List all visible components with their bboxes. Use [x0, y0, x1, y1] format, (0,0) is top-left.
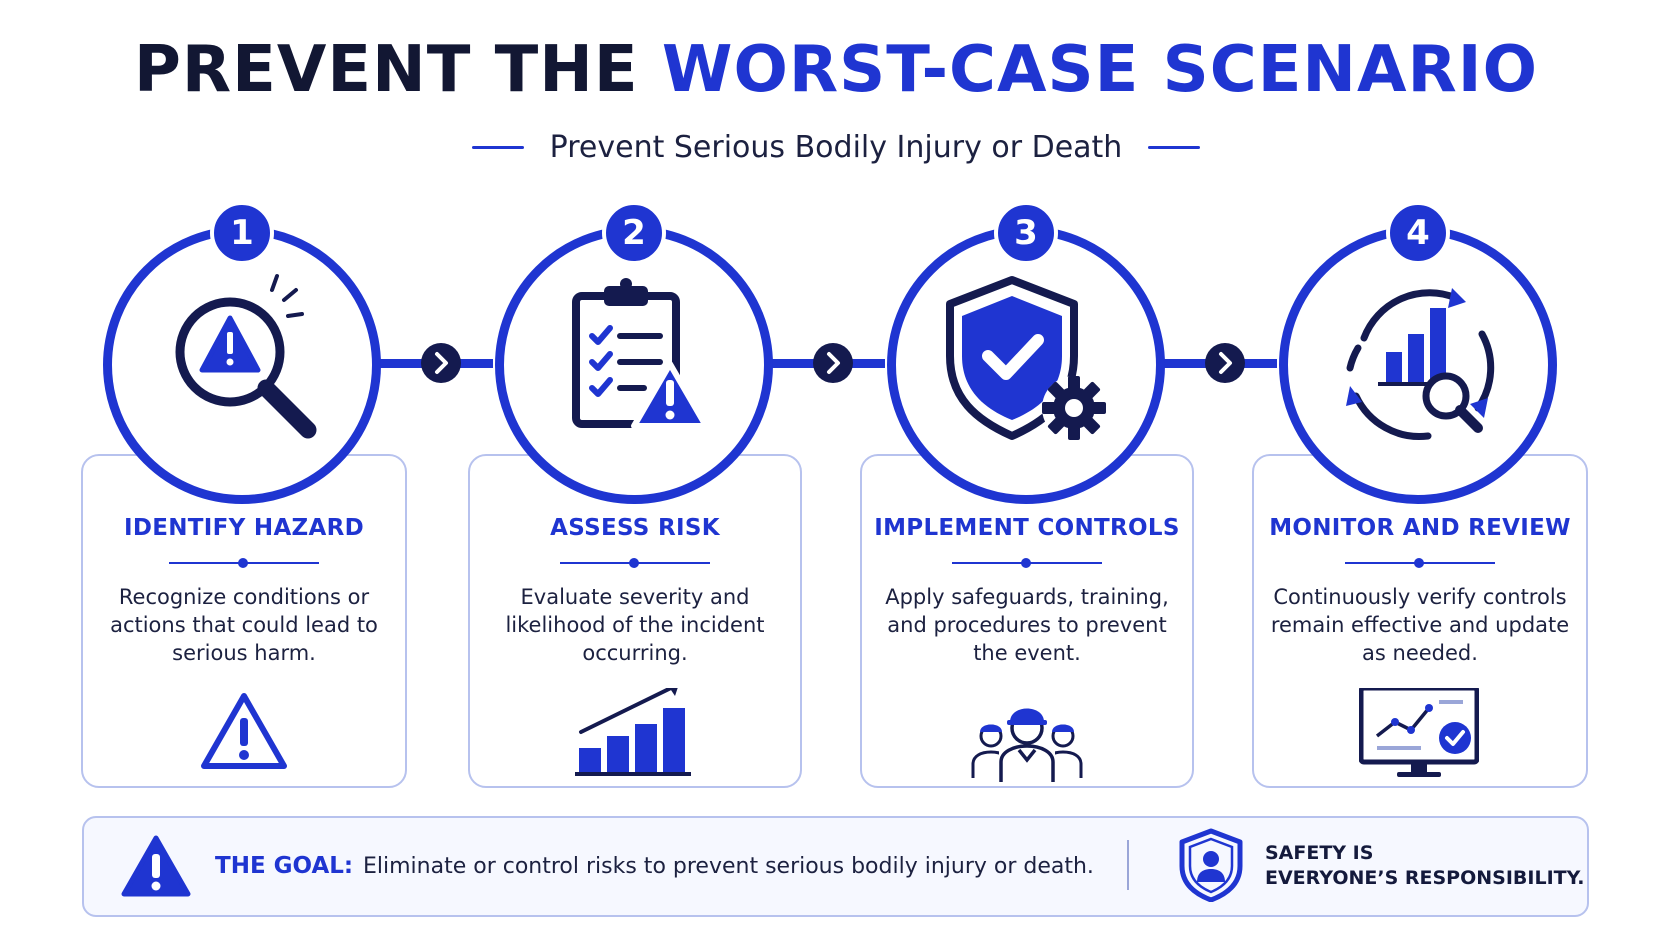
chevron-right-icon: [1205, 343, 1245, 383]
step-number-badge: 2: [602, 201, 666, 265]
step-card-3: [860, 454, 1194, 788]
step-description: Apply safeguards, training, and procedur…: [885, 585, 1169, 665]
workers-team-icon: [971, 708, 1083, 782]
rising-bar-chart-icon: [575, 688, 691, 776]
goal-text: Eliminate or control risks to prevent se…: [363, 854, 1094, 879]
subtitle-row: Prevent Serious Bodily Injury or Death: [0, 130, 1672, 165]
title-part-2: WORST-CASE SCENARIO: [661, 33, 1539, 107]
clipboard-warning-icon: [572, 278, 709, 429]
responsibility-line-2: EVERYONE’S RESPONSIBILITY.: [1265, 867, 1585, 889]
step-description: Continuously verify controls remain effe…: [1270, 585, 1570, 665]
step-card-1: [81, 454, 407, 788]
goal-label: THE GOAL:: [215, 853, 354, 879]
warning-triangle-icon: [121, 835, 191, 897]
page-subtitle: Prevent Serious Bodily Injury or Death: [549, 130, 1123, 165]
step-divider: [169, 558, 319, 568]
goal-banner: [82, 816, 1589, 917]
step-number-badge: 1: [210, 201, 274, 265]
step-title-monitor: MONITOR AND REVIEW: [1269, 515, 1571, 541]
title-part-1: PREVENT THE: [133, 33, 639, 107]
step-card-4: [1252, 454, 1588, 788]
goal-separator: [1127, 840, 1129, 890]
subtitle-line-right: [1148, 146, 1201, 149]
step-title-identify: IDENTIFY HAZARD: [123, 515, 365, 541]
shield-check-gear-icon: [946, 276, 1106, 440]
page-title: PREVENT THE WORST-CASE SCENARIO: [0, 38, 1672, 102]
step-divider: [952, 558, 1102, 568]
step-description: Recognize conditions or actions that cou…: [110, 585, 378, 665]
warning-triangle-icon: [201, 693, 287, 769]
step-title-assess: ASSESS RISK: [550, 515, 720, 541]
step-number-badge: 3: [994, 201, 1058, 265]
cycle-chart-search-icon: [1346, 288, 1495, 440]
step-number-badge: 4: [1386, 201, 1450, 265]
step-title-implement: IMPLEMENT CONTROLS: [874, 515, 1180, 541]
step-divider: [1345, 558, 1495, 568]
responsibility-line-1: SAFETY IS: [1265, 842, 1374, 864]
shield-person-icon: [1179, 828, 1243, 902]
step-divider: [560, 558, 710, 568]
step-description: Evaluate severity and likelihood of the …: [505, 585, 765, 665]
chevron-right-icon: [813, 343, 853, 383]
monitor-check-icon: [1359, 688, 1479, 777]
subtitle-line-left: [471, 146, 524, 149]
chevron-right-icon: [421, 343, 461, 383]
magnifier-warning-icon: [175, 274, 317, 439]
